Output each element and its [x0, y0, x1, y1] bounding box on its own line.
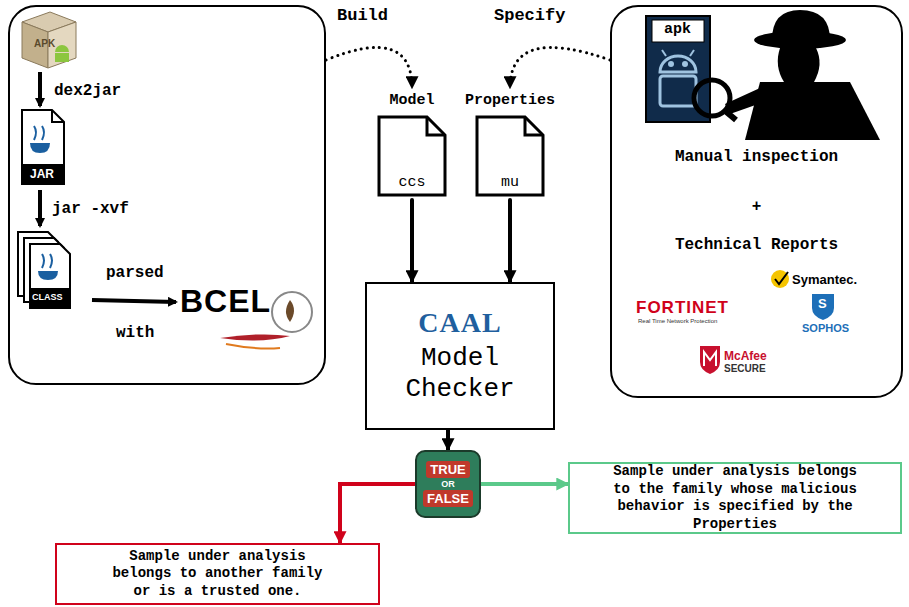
- positive-result-box: Sample under analysis belongs to the fam…: [568, 462, 902, 534]
- illustration-part: [30, 143, 50, 153]
- logo-text: Symantec.: [792, 272, 857, 287]
- arrow-connector: [481, 482, 568, 486]
- specification-panel: Manual inspection + Technical Reports: [610, 5, 903, 398]
- step-label: with: [116, 324, 154, 342]
- panel-text: +: [612, 198, 901, 216]
- result-badge: TRUEORFALSE: [415, 450, 481, 518]
- document-extension: mu: [475, 174, 545, 191]
- illustration-part: [42, 254, 52, 268]
- illustration-part: [52, 110, 64, 122]
- illustration-part: [38, 271, 58, 280]
- panel-text: Manual inspection: [612, 148, 901, 166]
- arrow-connector: [340, 484, 415, 543]
- step-label: dex2jar: [54, 82, 121, 100]
- arrow-connector: [508, 200, 512, 282]
- negative-result-box: Sample under analysis belongs to another…: [55, 543, 380, 605]
- step-label: parsed: [106, 264, 164, 282]
- illustration-part: [775, 272, 788, 284]
- illustration-part: [660, 56, 696, 72]
- illustration-part: [745, 82, 880, 140]
- illustration-part: [226, 344, 280, 349]
- illustration-part: [55, 53, 69, 62]
- class-files-icon: [18, 232, 70, 308]
- logo-text: CLASS: [32, 292, 63, 302]
- edge-label: Specify: [492, 6, 567, 25]
- detective-silhouette: [694, 10, 880, 140]
- illustration-part: [646, 16, 710, 122]
- box-text: FALSE: [423, 490, 473, 507]
- illustration-part: [92, 300, 176, 302]
- jar-file-icon: [22, 110, 64, 184]
- symantec-check: [771, 270, 789, 288]
- box-text: Sample under analysis belongs to another…: [102, 548, 334, 601]
- illustration-part: [272, 292, 312, 332]
- illustration-part: [30, 288, 70, 308]
- document-title: Model: [368, 92, 456, 109]
- properties-document: Properties mu: [460, 88, 560, 200]
- document-title: Properties: [460, 92, 560, 109]
- illustration-part: [668, 61, 674, 67]
- model-document: Model ccs: [368, 88, 456, 200]
- logo-text: SECURE: [724, 363, 766, 374]
- illustration-part: [724, 110, 736, 120]
- box-text: Model Checker: [377, 343, 543, 405]
- box-text: Sample under analysis belongs to the fam…: [604, 463, 866, 533]
- illustration-part: [220, 334, 290, 340]
- step-label: jar -xvf: [52, 200, 129, 218]
- illustration-part: [771, 270, 789, 288]
- logo-text: BCEL: [180, 283, 271, 320]
- box-text: TRUE: [426, 461, 469, 478]
- illustration-part: [772, 10, 830, 40]
- illustration-part: [660, 76, 696, 106]
- logo-text: S: [818, 296, 827, 311]
- illustration-part: [652, 20, 704, 42]
- illustration-part: [690, 50, 694, 56]
- logo-text: JAR: [30, 167, 54, 181]
- document-extension: ccs: [377, 174, 447, 191]
- illustration-part: [34, 126, 44, 140]
- illustration-part: [38, 72, 42, 106]
- illustration-part: [55, 45, 69, 52]
- dotted-connector: [510, 48, 610, 89]
- logo-text: apk: [664, 21, 691, 38]
- document-icon: mu: [475, 115, 545, 197]
- document-icon: ccs: [377, 115, 447, 197]
- box-text: OR: [441, 479, 455, 489]
- logo-text: SOPHOS: [802, 322, 849, 334]
- arrow-connector: [446, 430, 450, 450]
- apk-package-icon: [22, 12, 76, 68]
- mcafee-shield: [700, 346, 720, 374]
- document-fold: [427, 117, 445, 135]
- logo-text: FORTINET: [636, 298, 729, 318]
- logo-text: McAfee: [724, 349, 767, 363]
- model-checker-box: CAAL Model Checker: [365, 282, 555, 430]
- apk-android-icon: [646, 16, 710, 122]
- mcafee-m: [704, 352, 716, 366]
- logo-text: Real Time Network Protection: [638, 318, 717, 324]
- logo-text: APK: [34, 38, 55, 49]
- illustration-part: [682, 61, 688, 67]
- source-panel: dex2jar jar -xvf parsed with: [8, 5, 326, 385]
- box-text: CAAL: [418, 307, 501, 339]
- sophos-shield: [812, 294, 834, 320]
- illustration-part: [778, 48, 820, 82]
- dotted-connector: [326, 48, 412, 89]
- document-fold: [525, 117, 543, 135]
- arrow-connector: [410, 200, 414, 282]
- edge-label: Build: [335, 6, 390, 25]
- illustration-part: [286, 300, 294, 322]
- panel-text: Technical Reports: [612, 236, 901, 254]
- illustration-part: [22, 110, 64, 184]
- illustration-part: [22, 164, 64, 184]
- illustration-part: [30, 244, 70, 308]
- illustration-part: [38, 190, 42, 226]
- illustration-part: [662, 50, 666, 56]
